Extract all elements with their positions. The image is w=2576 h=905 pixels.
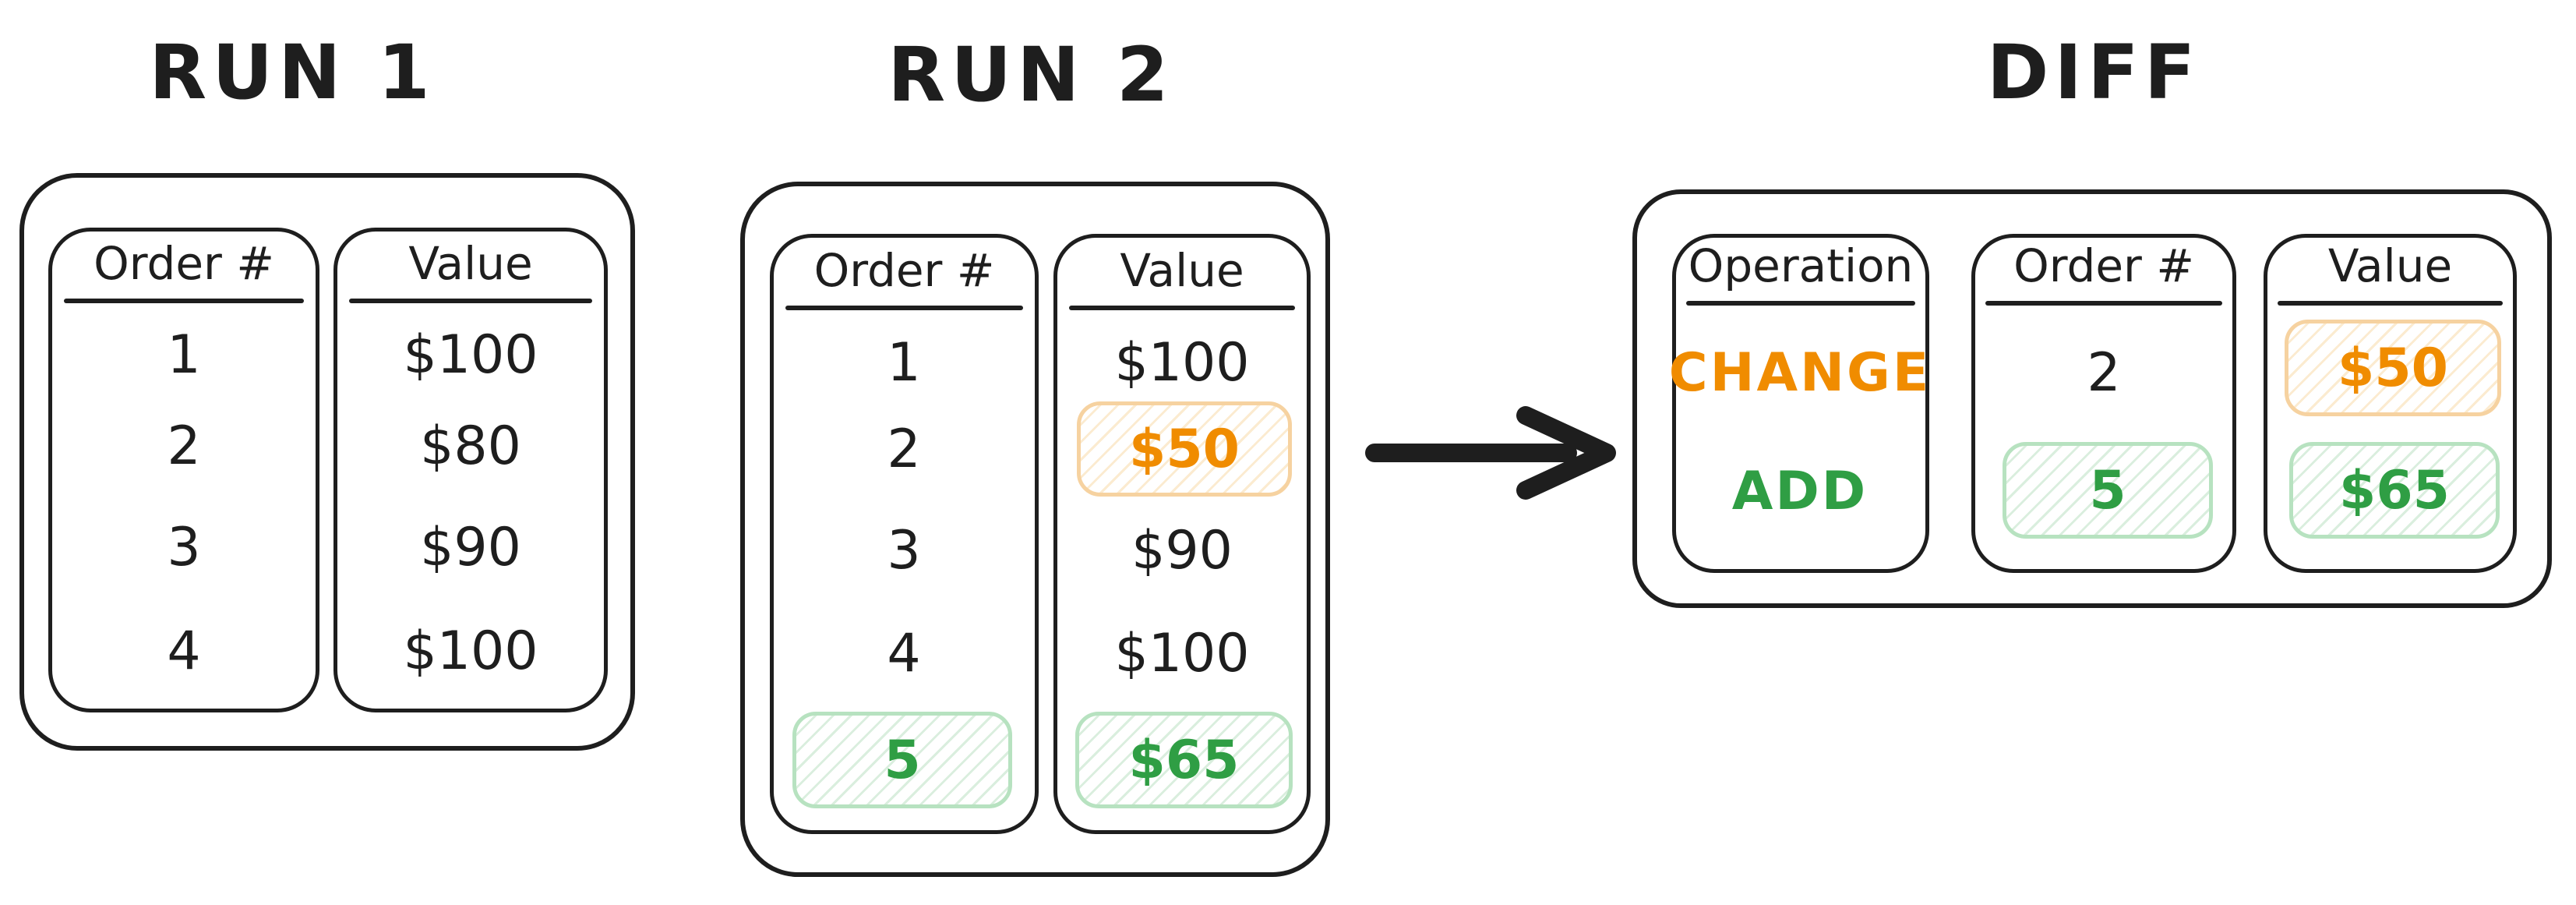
diff-operation-header-rule <box>1686 301 1915 306</box>
run2-row1-value: $100 <box>1114 331 1250 394</box>
diff-row1-operation-change: CHANGE <box>1668 341 1932 404</box>
diff-value-header-rule <box>2278 301 2503 306</box>
run2-row2-value-changed-highlight: $50 <box>1077 401 1292 497</box>
run2-title: RUN 2 <box>887 30 1174 118</box>
diff-row1-order: 2 <box>2087 341 2121 404</box>
run1-row4-order: 4 <box>167 620 201 682</box>
run1-row3-value: $90 <box>420 516 521 578</box>
run2-value-header-rule <box>1069 306 1295 310</box>
run1-value-header: Value <box>408 236 533 290</box>
diff-row1-value-changed-highlight: $50 <box>2285 320 2501 416</box>
run2-order-header: Order # <box>813 243 995 297</box>
diff-row2-order-added-highlight: 5 <box>2003 442 2213 539</box>
run2-row1-order: 1 <box>887 331 921 394</box>
run1-row1-order: 1 <box>167 323 201 386</box>
run1-order-header-rule <box>64 299 304 303</box>
run2-row5-value-added-highlight: $65 <box>1075 712 1293 808</box>
run2-row5-order-added-highlight: 5 <box>792 712 1012 808</box>
diff-order-header-rule <box>1985 301 2222 306</box>
run2-order-header-rule <box>785 306 1023 310</box>
run2-value-header: Value <box>1120 243 1244 297</box>
run1-value-column <box>333 228 608 712</box>
run2-row3-value: $90 <box>1131 519 1233 582</box>
diff-operation-column <box>1672 234 1929 573</box>
run2-row4-order: 4 <box>887 622 921 684</box>
run1-order-column <box>48 228 319 712</box>
diff-title: DIFF <box>1986 28 2201 116</box>
run2-row3-order: 3 <box>887 519 921 582</box>
diff-row2-operation-add: ADD <box>1731 460 1868 522</box>
run1-row1-value: $100 <box>403 323 538 386</box>
run2-row4-value: $100 <box>1114 622 1250 684</box>
diff-value-header: Value <box>2327 239 2453 292</box>
run1-row3-order: 3 <box>167 516 201 578</box>
diff-order-header: Order # <box>2013 239 2194 292</box>
arrow-right-icon <box>1365 406 1616 500</box>
run2-row2-order: 2 <box>887 418 921 480</box>
run1-title: RUN 1 <box>149 28 436 116</box>
run1-order-header: Order # <box>94 236 274 290</box>
run1-row2-order: 2 <box>167 415 201 477</box>
diff-row2-value-added-highlight: $65 <box>2289 442 2500 539</box>
run1-value-header-rule <box>349 299 592 303</box>
run1-row4-value: $100 <box>403 620 538 682</box>
run1-row2-value: $80 <box>420 415 521 477</box>
diff-operation-header: Operation <box>1688 239 1914 292</box>
